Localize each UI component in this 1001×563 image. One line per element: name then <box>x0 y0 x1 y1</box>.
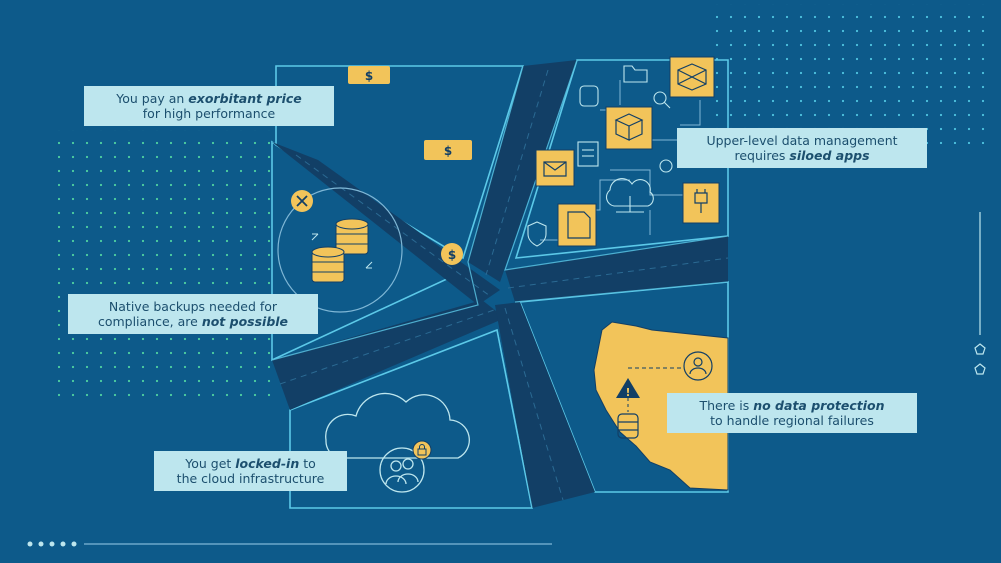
database-icon <box>579 85 599 107</box>
dollar-icon: $ <box>448 248 456 262</box>
road-left <box>272 142 500 305</box>
callout-line: to handle regional failures <box>710 413 874 428</box>
callout-line: requires siloed apps <box>734 148 870 163</box>
callout-line: for high performance <box>142 106 276 121</box>
dot-field-top-right <box>715 4 995 144</box>
email-icon <box>535 149 575 187</box>
alert-icon: ! <box>616 378 640 399</box>
dollar-icon: $ <box>444 144 452 158</box>
road-edge-1 <box>271 65 524 361</box>
blocked-icon <box>291 190 313 212</box>
shield-lock-icon <box>527 221 547 247</box>
lock-icon <box>412 440 432 460</box>
folder-icon <box>623 65 648 83</box>
user-icon <box>683 351 713 381</box>
svg-text:!: ! <box>625 386 630 399</box>
callout-line: compliance, are not possible <box>97 314 289 329</box>
road-bottom <box>495 302 595 508</box>
dollar-tag-3: $ <box>441 243 463 265</box>
callout-line: You get locked-in to <box>185 456 316 471</box>
road-right <box>505 236 728 302</box>
road-bottom-left <box>272 300 505 410</box>
dot-field-left <box>58 130 278 400</box>
road-edge-2 <box>504 59 729 271</box>
road-top <box>468 60 577 282</box>
dollar-icon: $ <box>365 69 373 83</box>
callout-exorbitant-price: You pay an exorbitant price for high per… <box>84 86 334 126</box>
protection-illustration: ! <box>593 321 729 491</box>
callout-no-data-protection: There is no data protection to handle re… <box>667 393 917 433</box>
callout-line: the cloud infrastructure <box>176 471 325 486</box>
callout-backups-not-possible: Native backups needed for compliance, ar… <box>68 294 318 334</box>
pentagon-icon <box>974 363 986 375</box>
apps-illustration <box>527 56 720 247</box>
callout-line: There is no data protection <box>699 398 885 413</box>
callout-siloed-apps: Upper-level data management requires sil… <box>677 128 927 168</box>
callout-line: Upper-level data management <box>706 133 898 148</box>
pentagon-icon <box>974 343 986 355</box>
search-icon <box>653 91 667 105</box>
users-icon <box>379 447 425 493</box>
cloud-icon <box>325 392 470 459</box>
bottom-decoration <box>27 541 552 547</box>
callout-locked-in: You get locked-in to the cloud infrastru… <box>154 451 347 491</box>
dollar-tag-1: $ <box>348 66 390 84</box>
callout-line: You pay an exorbitant price <box>116 91 302 106</box>
right-decoration <box>974 212 986 375</box>
callout-line: Native backups needed for <box>108 299 278 314</box>
database-stack-icon <box>311 218 369 283</box>
dollar-tag-2: $ <box>424 140 472 160</box>
cloud-illustration <box>325 392 470 493</box>
document-icon <box>577 141 599 167</box>
gear-icon <box>659 159 673 173</box>
road-edge-3 <box>514 281 729 303</box>
backup-illustration <box>277 187 403 313</box>
road-edge-4 <box>496 329 533 509</box>
database-icon <box>617 413 639 439</box>
cloud-network-icon <box>606 178 654 207</box>
